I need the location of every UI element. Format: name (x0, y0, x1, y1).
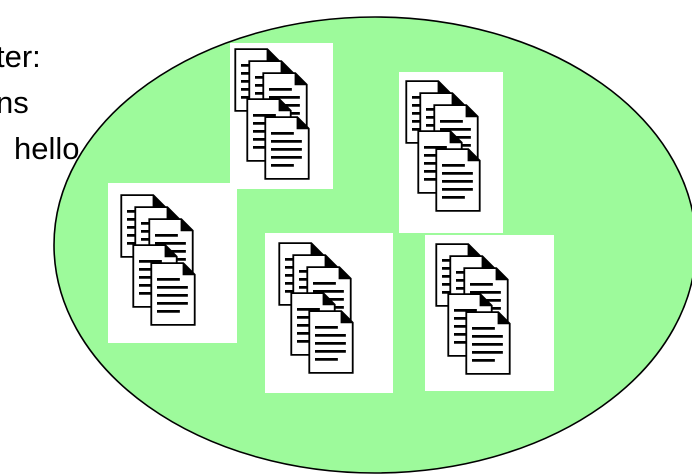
label-line-2: ns (0, 85, 29, 120)
partial-label: ter: ns hello (0, 34, 80, 172)
document-group-4 (265, 233, 393, 393)
document-group-2 (399, 72, 503, 233)
label-line-3: hello (14, 131, 80, 166)
label-line-1: ter: (0, 39, 41, 74)
document-group-5 (425, 235, 554, 391)
document-group-1 (230, 43, 333, 189)
document-group-3 (108, 183, 237, 343)
